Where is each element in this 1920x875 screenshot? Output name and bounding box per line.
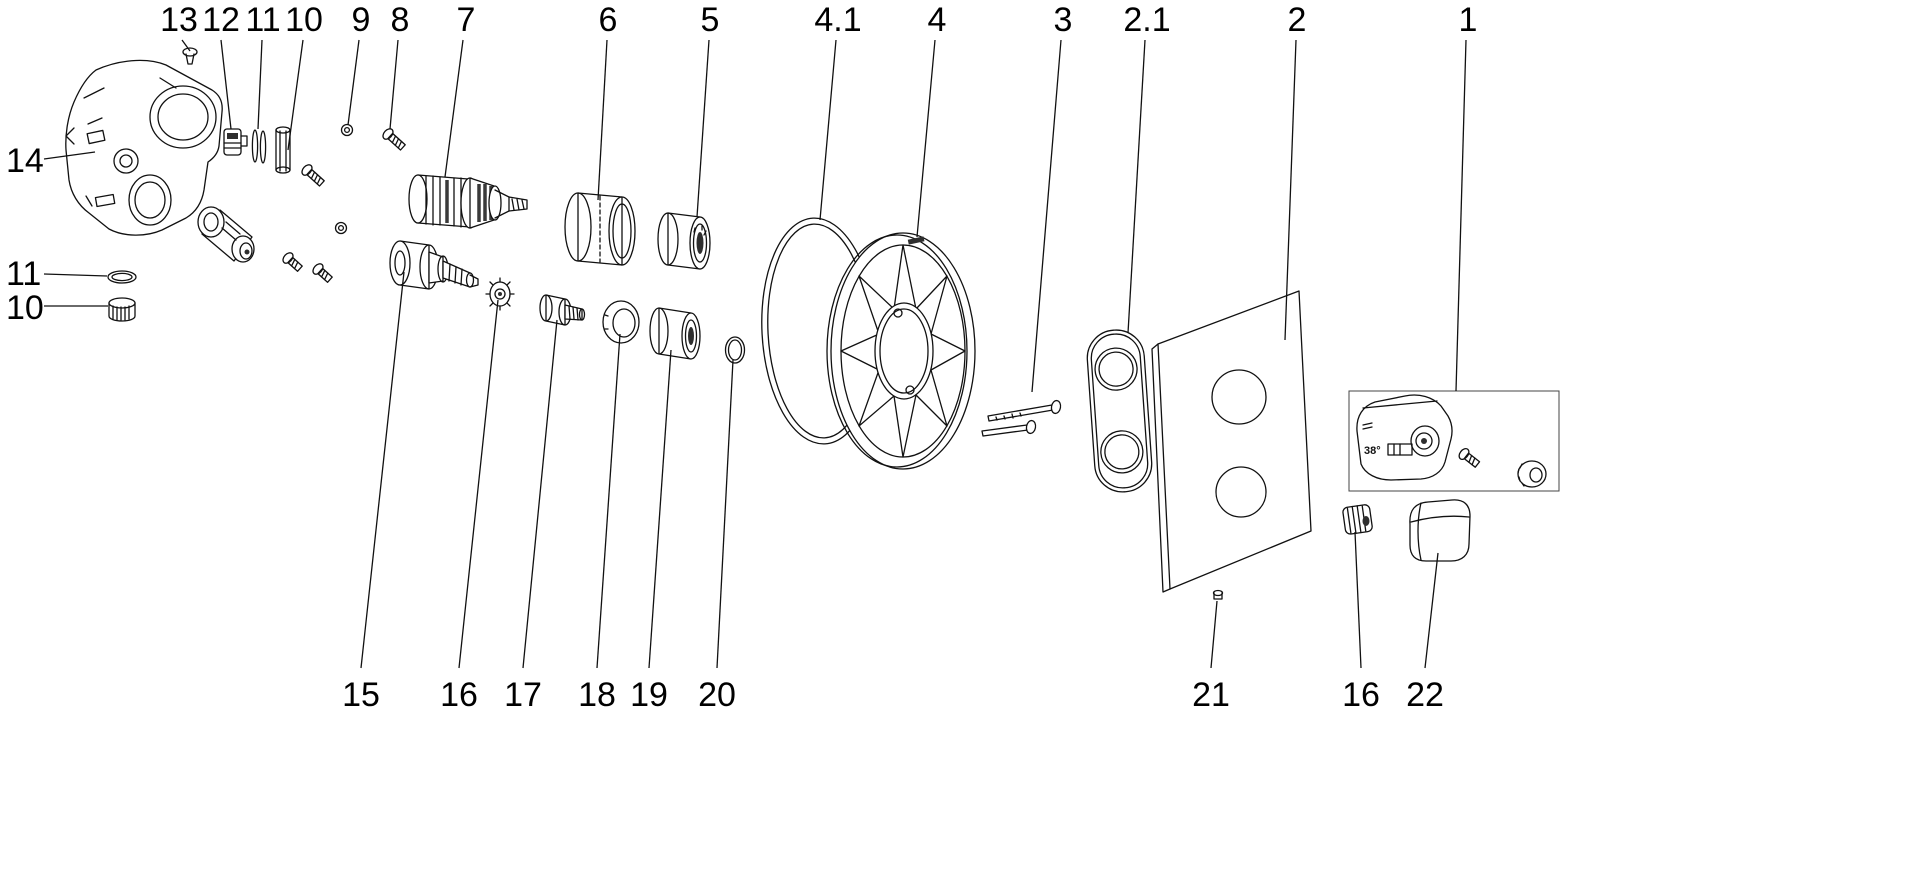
part-16-adapter-mid [485,277,515,311]
part-12-clip [223,128,248,156]
part-10-cap-left [108,297,136,322]
part-8-screw [382,128,406,151]
leader-9 [347,39,360,126]
part-1-cap-knob [1517,460,1547,488]
callout-label-16-mid: 16 [440,676,478,714]
callout-label-20: 20 [698,676,736,714]
leader-11-top [257,39,263,130]
part-19-flush-sleeve [649,307,701,360]
leader-21 [1210,600,1218,669]
part-2.1-gasket [1086,329,1153,493]
callout-label-10-top: 10 [285,1,323,39]
leader-14 [43,151,96,160]
part-9-washer [340,123,354,137]
callout-label-1: 1 [1459,1,1478,39]
callout-label-4: 4 [928,1,947,39]
kit-boundary-box [1348,390,1560,492]
leader-lines [43,39,1467,669]
leader-16-right [1354,531,1362,669]
callout-label-13: 13 [160,1,198,39]
leader-19 [648,349,672,669]
callout-label-10-left: 10 [6,289,44,327]
leader-22 [1424,552,1439,669]
part-4-mounting-ring [826,232,976,470]
part-2-cover-plate [1151,290,1312,593]
part-screw-lower-b [312,263,333,283]
part-washer-mid [334,221,348,235]
callout-label-12: 12 [202,1,240,39]
callout-label-2: 2 [1288,1,1307,39]
leader-3 [1031,39,1062,393]
part-1-handle-kit: 38° [1348,390,1560,492]
callout-label-17: 17 [504,676,542,714]
leader-20 [716,359,734,669]
callout-label-5: 5 [701,1,720,39]
part-1-thermostat-knob: 38° [1356,394,1453,481]
part-13-screw [182,47,198,65]
leader-16-mid [458,299,499,669]
leader-18 [596,333,621,669]
leader-4 [916,39,936,238]
part-21-screw-small [1212,589,1224,600]
part-6-sleeve [564,192,636,266]
callout-label-21: 21 [1192,676,1230,714]
leader-15 [360,271,405,669]
part-5-stop-ring [657,212,711,270]
part-screw-lower-a [282,252,303,272]
leader-4.1 [819,39,837,221]
callout-label-15: 15 [342,676,380,714]
part-20-o-ring-small [724,336,746,364]
callout-label-9: 9 [352,1,371,39]
part-11-washers-top [251,129,267,164]
part-17-extension [539,294,586,326]
leader-12 [220,39,232,130]
part-22-handle-knob [1409,499,1471,562]
part-7-thermostatic-cartridge [408,174,528,229]
callout-label-6: 6 [599,1,618,39]
leader-17 [522,319,558,669]
callout-label-14: 14 [6,142,44,180]
part-screw-mid [301,164,325,187]
part-10-sleeve-top [275,126,291,174]
callout-label-4.1: 4.1 [814,1,861,39]
part-18-ring-nut [602,300,640,344]
leader-2.1 [1127,39,1146,334]
callout-label-16-right: 16 [1342,676,1380,714]
callout-label-8: 8 [391,1,410,39]
leader-5 [696,39,710,218]
part-15-spindle [389,240,479,290]
part-14-valve-body [65,59,223,236]
callout-label-22: 22 [1406,676,1444,714]
leader-1 [1455,39,1467,392]
leader-10-top [287,39,304,151]
callout-label-19: 19 [630,676,668,714]
knob-temperature-marking: 38° [1364,445,1381,457]
callout-label-3: 3 [1054,1,1073,39]
part-11-o-ring-left [107,270,137,284]
part-check-valve-assembly [197,206,255,263]
leader-7 [444,39,464,178]
part-16-adapter-right [1342,504,1373,535]
callout-label-2.1: 2.1 [1123,1,1170,39]
leader-6 [597,39,608,201]
leader-8 [389,39,399,130]
callout-labels: 13 12 11 10 9 8 7 6 5 4.1 4 3 2.1 2 1 14… [6,1,1477,714]
callout-label-18: 18 [578,676,616,714]
part-1-screw [1458,448,1481,468]
callout-label-11-top: 11 [245,1,280,39]
leader-13 [181,39,191,52]
part-3-screws [981,399,1062,437]
leader-2 [1284,39,1297,341]
leader-11-left [43,273,108,277]
callout-label-11-left: 11 [6,255,41,293]
callout-label-7: 7 [457,1,476,39]
